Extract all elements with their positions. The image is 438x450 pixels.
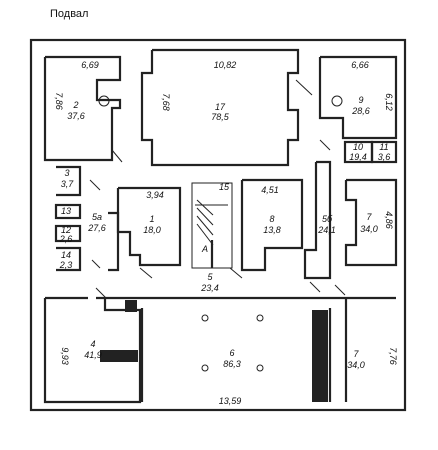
room-5a-num: 5а	[92, 212, 102, 222]
room-13-num: 14	[61, 250, 71, 260]
room-1-area: 18,0	[143, 225, 161, 235]
dim-9-93: 9,93	[60, 347, 70, 365]
room-8-area: 34,0	[360, 224, 378, 234]
room-11-num: 10	[353, 142, 363, 152]
room-5b-num: 5б	[322, 214, 333, 224]
room-9-wall	[318, 55, 398, 140]
room-4-area: 41,9	[84, 350, 102, 360]
room-7-num-text: 7	[353, 349, 359, 359]
room-2-num: 2	[72, 100, 78, 110]
dim-13-59: 13,59	[219, 396, 242, 406]
dim-7-86: 7,86	[54, 92, 64, 110]
dim-3-94: 3,94	[146, 190, 164, 200]
room-16-num: 15	[219, 182, 230, 192]
room-12-num: 11	[379, 142, 388, 152]
room-4-partition	[100, 350, 138, 362]
column-2	[256, 314, 264, 322]
room-12-wall	[370, 140, 398, 164]
room-5-num: 5	[207, 272, 213, 282]
stair-line-3	[196, 215, 214, 236]
room-5a-area: 27,6	[87, 223, 106, 233]
stair-label: А	[201, 244, 208, 254]
dim-6-12: 6,12	[384, 93, 394, 111]
room-4-column	[125, 300, 137, 312]
room-6-partition	[312, 310, 328, 402]
dim-6-66: 6,66	[351, 60, 369, 70]
door-mark	[309, 281, 321, 293]
door-mark	[89, 179, 101, 191]
room-2-area: 37,6	[67, 111, 85, 121]
room-2-wall	[43, 55, 122, 162]
room-17-wall	[140, 48, 300, 167]
dim-6-69: 6,69	[81, 60, 99, 70]
column-3	[201, 364, 209, 372]
room-14-num: 12	[61, 225, 71, 235]
room-17-num: 17	[215, 102, 226, 112]
door-mark	[111, 149, 123, 163]
column-1	[201, 314, 209, 322]
page-title: Подвал	[50, 8, 89, 20]
room-2-fixture	[98, 95, 110, 107]
room-17-area: 78,5	[211, 112, 230, 122]
door-mark	[319, 139, 331, 151]
door-mark	[95, 287, 107, 299]
room-15-wall	[54, 203, 82, 220]
room-9-fixture	[331, 95, 343, 107]
room-3-area: 3,7	[61, 179, 75, 189]
room-13-area: 2,3	[59, 260, 73, 270]
door-mark	[295, 79, 313, 96]
stair-line-4	[196, 223, 214, 246]
room-4-wall	[43, 298, 142, 404]
room-10-area: 13,8	[263, 225, 281, 235]
stair-line-1	[196, 199, 214, 216]
stair-line-2	[196, 207, 214, 226]
room-10-wall	[240, 178, 304, 272]
room-15-num: 13	[61, 206, 71, 216]
room-5b-area: 24,1	[317, 225, 336, 235]
door-mark	[139, 267, 153, 279]
room-10-num: 8	[269, 214, 274, 224]
room-11-area: 19,4	[349, 152, 367, 162]
room-1-num: 1	[149, 214, 154, 224]
room-8-wall	[344, 178, 398, 267]
room-1-pillar	[108, 211, 120, 272]
dim-7-68: 7,68	[161, 93, 171, 111]
dim-10-82: 10,82	[214, 60, 237, 70]
room-3-wall	[56, 165, 82, 197]
door-mark	[334, 284, 346, 296]
room-5b-wall	[303, 160, 332, 280]
room-12-area: 3,6	[378, 152, 391, 162]
room-7-area-text: 34,0	[347, 360, 365, 370]
room-9-num: 9	[358, 95, 363, 105]
room-5-area: 23,4	[200, 283, 219, 293]
dim-7-76: 7,76	[388, 347, 398, 365]
room-6-area: 86,3	[223, 359, 241, 369]
room-3-num: 3	[64, 168, 69, 178]
room-4-num: 4	[90, 339, 95, 349]
room-14-wall	[54, 224, 82, 243]
room-6-num: 6	[229, 348, 234, 358]
room-1-wall	[116, 186, 182, 267]
outer-wall	[29, 38, 407, 412]
dim-4-51: 4,51	[261, 185, 279, 195]
room-8-num: 7	[366, 212, 372, 222]
room-9-area: 28,6	[351, 106, 370, 116]
room-14-area: 2,6	[59, 234, 73, 244]
column-4	[256, 364, 264, 372]
dim-4-86: 4,86	[384, 211, 394, 229]
door-mark	[91, 259, 101, 269]
door-mark	[229, 267, 243, 279]
room-13-wall	[56, 246, 82, 272]
